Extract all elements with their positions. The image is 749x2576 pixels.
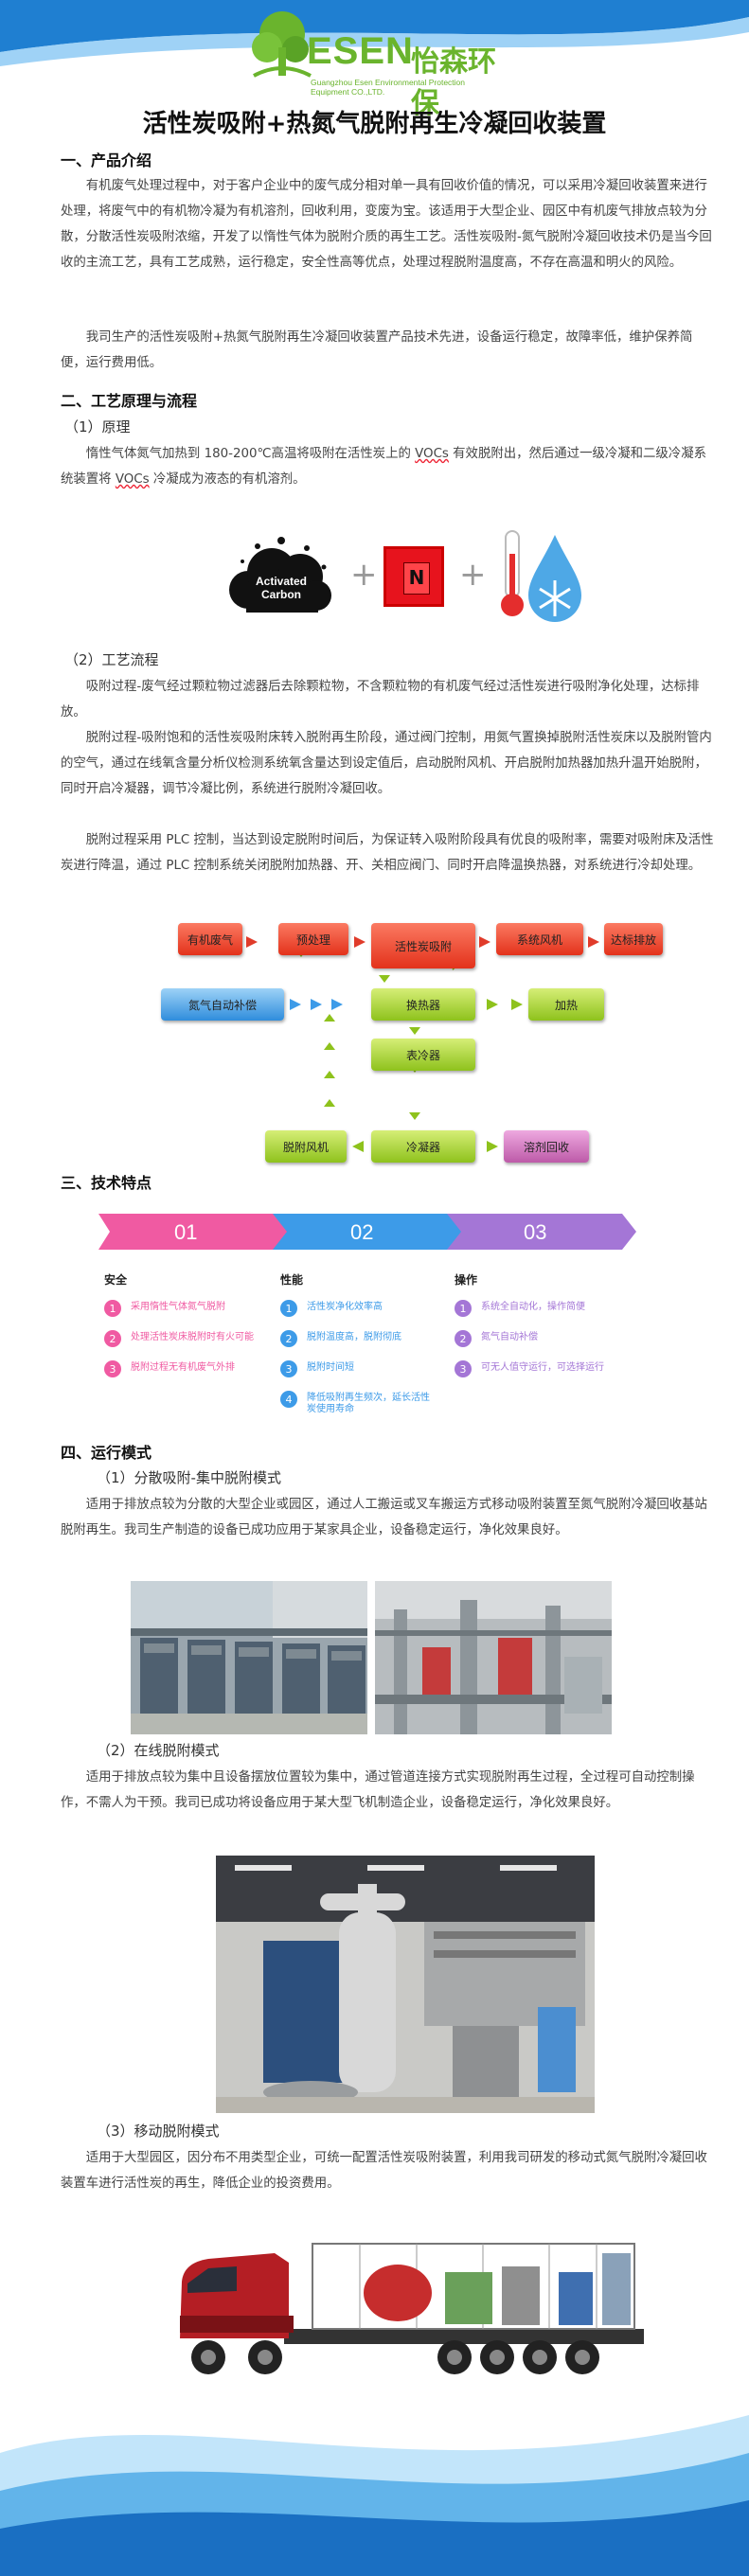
plus-sign-1: + [350, 556, 378, 594]
section-heading-modes: 四、运行模式 [61, 1444, 152, 1462]
flow-box-desorption-fan: 脱附风机 [265, 1130, 347, 1163]
section-heading-features: 三、技术特点 [61, 1174, 152, 1192]
feature-column-title-operation: 操作 [455, 1273, 478, 1287]
top-wave-decoration [0, 0, 749, 66]
process-flow-chart: 有机废气 预处理 活性炭吸附 系统风机 达标排放 氮气自动补偿 换热器 加热 表… [152, 923, 663, 1169]
mode-1-photo-factory [131, 1581, 367, 1734]
intro-paragraph-1: 有机废气处理过程中，对于客户企业中的废气成分相对单一具有回收价值的情况，可以采用… [61, 179, 712, 270]
logo-subtitle: Guangzhou Esen Environmental Protection … [311, 78, 466, 97]
logo-chinese-name: 怡森环保 [411, 45, 496, 120]
plc-control-paragraph: 脱附过程采用 PLC 控制，当达到设定脱附时间后，为保证转入吸附阶段具有优良的吸… [61, 833, 714, 873]
page-title: 活性炭吸附+热氮气脱附再生冷凝回收装置 [142, 110, 607, 138]
feature-column-title-safety: 安全 [104, 1273, 128, 1287]
flow-box-pretreat: 预处理 [278, 923, 348, 955]
plus-sign-2: + [459, 556, 487, 594]
flow-box-carbon-adsorption: 活性炭吸附 [371, 923, 475, 968]
sub-heading-flow: （2）工艺流程 [64, 651, 159, 668]
mode-1-title: （1）分散吸附-集中脱附模式 [97, 1469, 281, 1486]
step-label-02: 02 [350, 1220, 374, 1244]
flow-box-heating: 加热 [528, 988, 604, 1021]
flow-box-nitrogen-compensation: 氮气自动补偿 [161, 988, 284, 1021]
mode-1-paragraph: 适用于排放点较为分散的大型企业或园区，通过人工搬运或叉车搬运方式移动吸附装置至氮… [61, 1498, 707, 1537]
flow-box-heat-exchanger: 换热器 [371, 988, 475, 1021]
sub-heading-principle: （1）原理 [64, 418, 131, 435]
mode-3-title: （3）移动脱附模式 [97, 2123, 220, 2140]
step-banner-02 [273, 1214, 462, 1250]
flow-box-organic-gas: 有机废气 [178, 923, 242, 955]
step-label-03: 03 [524, 1220, 547, 1244]
mode-1-photo-equipment [375, 1581, 612, 1734]
mode-3-paragraph: 适用于大型园区，因分布不用类型企业，可统一配置活性炭吸附装置，利用我司研发的移动… [61, 2151, 707, 2191]
activated-carbon-cloud-icon [229, 537, 331, 613]
logo-text: ESEN [307, 30, 414, 72]
principle-paragraph: 惰性气体氮气加热到 180-200℃高温将吸附在活性炭上的 VOCs 有效脱附出… [61, 447, 706, 487]
thermometer-snowflake-icon [501, 530, 581, 622]
section-heading-process: 二、工艺原理与流程 [61, 392, 198, 410]
mode-3-mobile-truck-image [170, 2225, 653, 2400]
desorption-paragraph: 脱附过程-吸附饱和的活性炭吸附床转入脱附再生阶段，通过阀门控制，用氮气置换掉脱附… [61, 731, 712, 796]
flow-box-system-fan: 系统风机 [496, 923, 583, 955]
company-logo: ESEN 怡森环保 Guangzhou Esen Environmental P… [248, 9, 504, 120]
flow-box-solvent-recovery: 溶剂回收 [504, 1130, 589, 1163]
feature-column-title-performance: 性能 [280, 1273, 304, 1287]
section-heading-intro: 一、产品介绍 [61, 151, 152, 169]
intro-paragraph-2: 我司生产的活性炭吸附+热氮气脱附再生冷凝回收装置产品技术先进，设备运行稳定，故障… [61, 330, 693, 370]
nitrogen-element-icon: N [383, 546, 444, 607]
flow-box-discharge: 达标排放 [604, 923, 663, 955]
step-banner-03 [447, 1214, 636, 1250]
flow-box-surface-cooler: 表冷器 [371, 1039, 475, 1071]
flow-box-condenser: 冷凝器 [371, 1130, 475, 1163]
step-banner-01 [98, 1214, 288, 1250]
mode-2-paragraph: 适用于排放点较为集中且设备摆放位置较为集中，通过管道连接方式实现脱附再生过程，全… [61, 1770, 695, 1810]
adsorption-paragraph: 吸附过程-废气经过颗粒物过滤器后去除颗粒物，不含颗粒物的有机废气经过活性炭进行吸… [61, 680, 700, 720]
mode-2-title: （2）在线脱附模式 [97, 1742, 220, 1759]
mode-2-photo-online-equipment [216, 1856, 595, 2113]
tree-logo-icon [252, 11, 312, 78]
bottom-wave-decoration [0, 2415, 749, 2576]
step-label-01: 01 [174, 1220, 198, 1244]
